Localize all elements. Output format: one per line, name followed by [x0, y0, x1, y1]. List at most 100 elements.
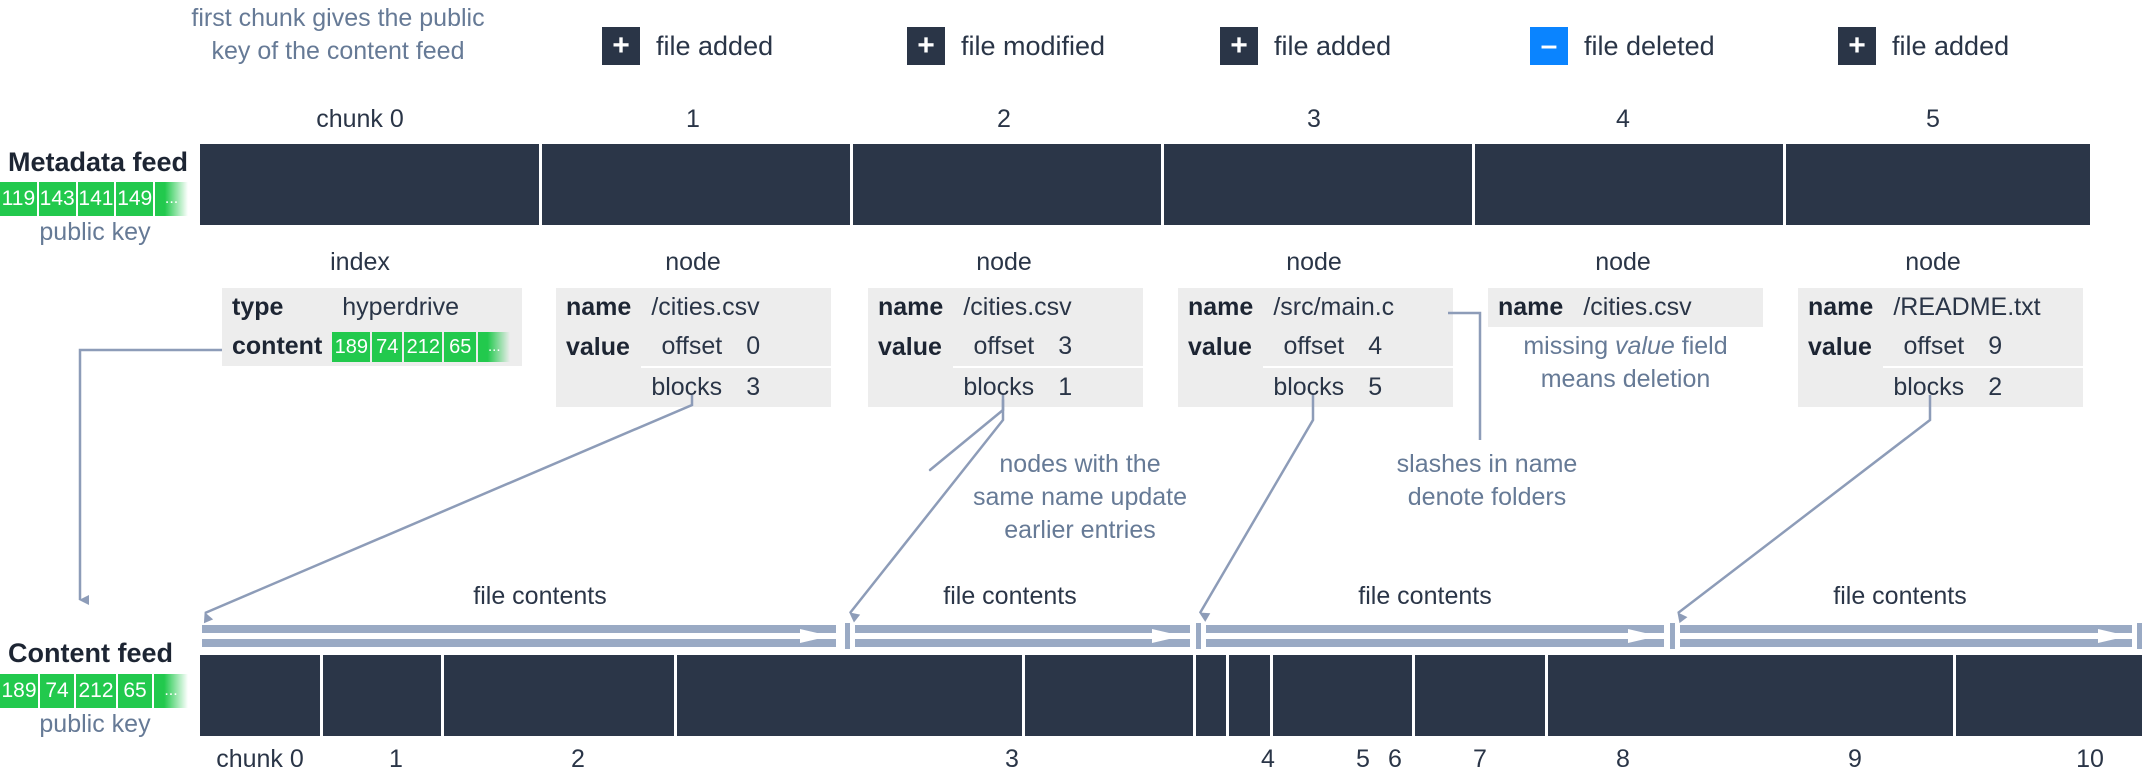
node-blocks-value: 5: [1358, 366, 1453, 407]
content-feed-chunk[interactable]: [1548, 655, 1953, 736]
annotation-same-name-line2: same name update: [972, 483, 1188, 511]
metadata-chunk-label-2: 2: [997, 105, 1011, 133]
node-value-key: value: [566, 332, 630, 361]
node-value-key: value: [878, 332, 942, 361]
key-byte: 74: [372, 331, 403, 362]
key-byte: 212: [404, 331, 443, 362]
plus-icon: +: [1838, 27, 1876, 65]
span-label-file-contents-3: file contents: [1358, 582, 1492, 610]
key-byte: 189: [0, 674, 38, 708]
content-feed-chunk[interactable]: [677, 655, 1022, 736]
legend-label: file added: [656, 30, 774, 61]
annotation-first-chunk-line2: key of the content feed: [211, 37, 465, 65]
content-feed-public-key-caption: public key: [39, 710, 151, 738]
annotation-first-chunk: first chunk gives the public key of the …: [178, 2, 498, 68]
table-row: value offset 9: [1798, 327, 2083, 367]
content-feed-chunk[interactable]: [1956, 655, 2142, 736]
connector-index-to-content-feed: [78, 348, 222, 605]
table-row: value offset 4: [1178, 327, 1453, 367]
key-byte: 189: [332, 331, 371, 362]
span-label-file-contents-4: file contents: [1833, 582, 1967, 610]
annotation-first-chunk-line1: first chunk gives the public: [191, 4, 485, 32]
table-row: type hyperdrive: [222, 288, 522, 327]
key-byte: 65: [444, 331, 477, 362]
span-bar-line: [855, 625, 1190, 633]
legend-item-file-modified: + file modified: [907, 27, 1105, 65]
node-offset-value: 4: [1368, 332, 1383, 360]
metadata-feed-chunk[interactable]: [853, 144, 1161, 225]
content-chunk-label-7: 7: [1473, 745, 1487, 773]
metadata-feed-title: Metadata feed: [8, 147, 189, 177]
span-bar-line: [1206, 639, 1664, 647]
node-table-title-1: node: [665, 248, 721, 276]
content-feed-chunk[interactable]: [200, 655, 320, 736]
content-feed-chunk[interactable]: [1415, 655, 1545, 736]
content-feed-chunk[interactable]: [444, 655, 674, 736]
annotation-same-name: nodes with the same name update earlier …: [960, 448, 1200, 547]
index-table: type hyperdrive content 189 74 212 65 ..…: [222, 288, 523, 366]
table-row: blocks 3: [556, 366, 831, 407]
content-span-bar-2: [845, 623, 1190, 649]
node-blocks-key: blocks: [953, 366, 1049, 407]
node-offset-value: 0: [746, 332, 761, 360]
legend-item-file-deleted: – file deleted: [1530, 27, 1715, 65]
metadata-feed-chunk[interactable]: [1164, 144, 1472, 225]
metadata-feed-bar: [200, 144, 2090, 225]
span-bar-end-cap: [845, 623, 850, 649]
span-label-file-contents-1: file contents: [473, 582, 607, 610]
minus-icon: –: [1530, 27, 1568, 65]
key-byte: 65: [118, 674, 152, 708]
content-feed-chunk[interactable]: [323, 655, 441, 736]
table-row: blocks 5: [1178, 366, 1453, 407]
table-row: name /cities.csv: [556, 288, 831, 327]
node-table-1: name /cities.csv value offset 0 blocks 3: [556, 288, 831, 407]
metadata-feed-chunk[interactable]: [542, 144, 850, 225]
node-name-key: name: [566, 293, 632, 321]
content-feed-public-key-bytes: 189 74 212 65 ...: [0, 674, 190, 708]
content-feed-title: Content feed: [8, 638, 173, 668]
connector-node3-to-chunk4: [1198, 395, 1315, 622]
span-bar-line: [1680, 625, 2132, 633]
index-content-value: 189 74 212 65 ...: [332, 327, 522, 366]
node-name-value: /cities.csv: [963, 293, 1072, 321]
content-span-bar-3: [1196, 623, 1664, 649]
span-label-file-contents-2: file contents: [943, 582, 1077, 610]
metadata-feed-chunk[interactable]: [1475, 144, 1783, 225]
span-bar-line: [855, 639, 1190, 647]
content-feed-chunk[interactable]: [1025, 655, 1193, 736]
table-row: name /README.txt: [1798, 288, 2083, 327]
content-key-bytes: 189 74 212 65 ...: [332, 331, 512, 362]
content-chunk-label-1: 1: [389, 745, 403, 773]
metadata-feed-chunk[interactable]: [1786, 144, 2090, 225]
node-table-5: name /README.txt value offset 9 blocks 2: [1798, 288, 2083, 407]
node-name-key: name: [878, 293, 944, 321]
content-chunk-label-0: chunk 0: [216, 745, 304, 773]
metadata-chunk-label-3: 3: [1307, 105, 1321, 133]
content-feed-chunk[interactable]: [1229, 655, 1270, 736]
key-byte: 212: [76, 674, 116, 708]
metadata-feed-chunk[interactable]: [200, 144, 539, 225]
node-offset-key: offset: [973, 332, 1035, 360]
node-table-3: name /src/main.c value offset 4 blocks 5: [1178, 288, 1453, 407]
plus-icon: +: [1220, 27, 1258, 65]
content-feed-chunk[interactable]: [1196, 655, 1226, 736]
annotation-slashes-line1: slashes in name: [1396, 450, 1578, 478]
node-blocks-value: 2: [1978, 366, 2083, 407]
node-offset-key: offset: [1903, 332, 1965, 360]
metadata-chunk-label-5: 5: [1926, 105, 1940, 133]
node-name-key: name: [1188, 293, 1254, 321]
content-feed-chunk[interactable]: [1273, 655, 1412, 736]
table-row: name /cities.csv: [868, 288, 1143, 327]
content-span-bar-4: [1670, 623, 2142, 649]
node-name-value: /src/main.c: [1273, 293, 1395, 321]
table-row: content 189 74 212 65 ...: [222, 327, 522, 366]
key-byte-ellipsis: ...: [155, 182, 189, 216]
table-row: name /src/main.c: [1178, 288, 1453, 327]
index-type-key: type: [232, 293, 284, 321]
plus-icon: +: [907, 27, 945, 65]
node-value-key: value: [1188, 332, 1252, 361]
content-chunk-label-8: 8: [1616, 745, 1630, 773]
legend-label: file added: [1892, 30, 2010, 61]
index-content-key: content: [232, 332, 323, 360]
node-table-title-2: node: [976, 248, 1032, 276]
